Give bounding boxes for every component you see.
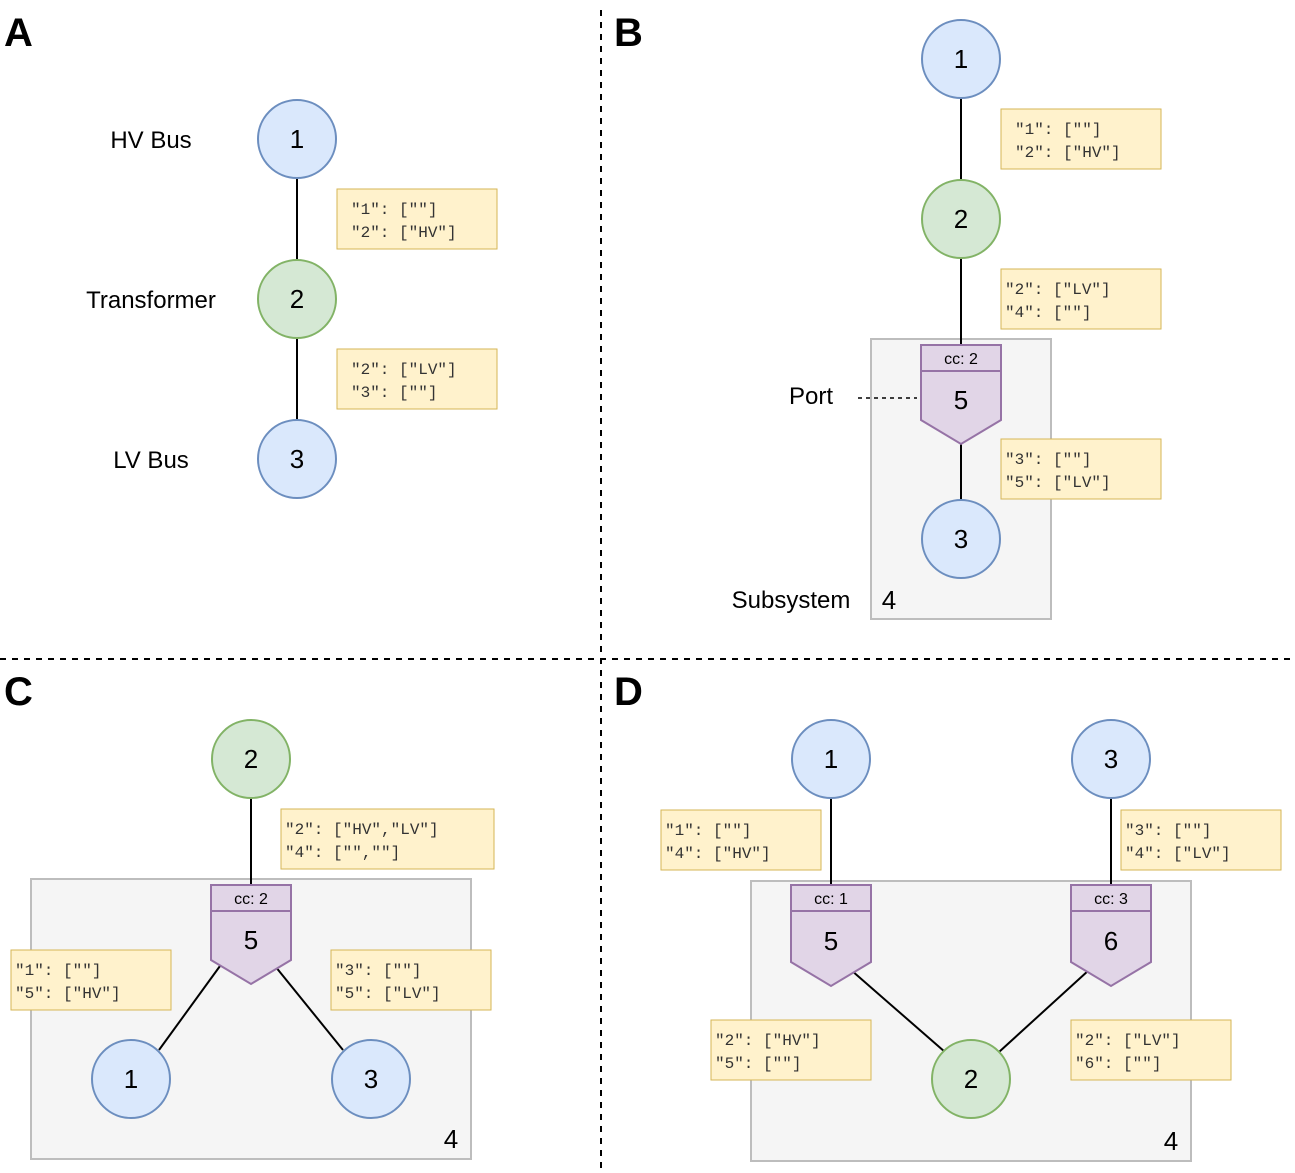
- note-a-2: "2": ["LV"] "3": [""]: [336, 348, 498, 410]
- port-5[interactable]: cc: 2 5: [920, 344, 1002, 446]
- note-line: "2": ["HV"]: [715, 1032, 821, 1050]
- note-line: "2": ["HV"]: [1015, 144, 1121, 162]
- note-b-1: "1": [""] "2": ["HV"]: [1000, 108, 1162, 170]
- panel-letter-b: B: [614, 11, 643, 55]
- subsystem-id: 4: [444, 1124, 458, 1154]
- node-1-label: 1: [124, 1064, 138, 1094]
- subsystem-id: 4: [882, 585, 896, 615]
- port-id-label: 6: [1104, 926, 1118, 956]
- note-line: "5": ["LV"]: [1005, 474, 1111, 492]
- note-line: "3": [""]: [1125, 822, 1211, 840]
- node-1[interactable]: 1: [791, 719, 871, 799]
- note-c-3: "3": [""] "5": ["LV"]: [330, 949, 492, 1011]
- edge-6-2: [998, 969, 1090, 1053]
- panel-letter-c: C: [4, 670, 33, 714]
- note-line: "3": [""]: [1005, 451, 1091, 469]
- node-1[interactable]: 1: [921, 19, 1001, 99]
- note-line: "1": [""]: [1015, 121, 1101, 139]
- note-b-3: "3": [""] "5": ["LV"]: [1000, 438, 1162, 500]
- panel-d: D 1 3 cc: 1 5 cc: 3 6 2 4: [614, 670, 1282, 1162]
- node-3[interactable]: 3: [921, 499, 1001, 579]
- node-2[interactable]: 2: [931, 1039, 1011, 1119]
- edge-5-3: [274, 965, 344, 1051]
- node-3-label: 3: [290, 444, 304, 474]
- port-id-label: 5: [244, 925, 258, 955]
- note-line: "2": ["LV"]: [1075, 1032, 1181, 1050]
- port-cc-label: cc: 3: [1094, 891, 1128, 908]
- port-id-label: 5: [954, 385, 968, 415]
- panel-b: B 1 2 cc: 2 5 3 Port Subsystem 4 ": [614, 11, 1162, 620]
- note-line: "6": [""]: [1075, 1055, 1161, 1073]
- node-2[interactable]: 2: [211, 719, 291, 799]
- port-5[interactable]: cc: 1 5: [790, 884, 872, 988]
- node-3-label: 3: [364, 1064, 378, 1094]
- transformer-label: Transformer: [86, 287, 216, 314]
- node-1[interactable]: 1: [257, 99, 337, 179]
- note-line: "5": [""]: [715, 1055, 801, 1073]
- hv-bus-label: HV Bus: [110, 127, 191, 154]
- node-3[interactable]: 3: [257, 419, 337, 499]
- panel-c: C 2 cc: 2 5 1 3 4 "2": ["HV","LV"] "4": …: [4, 670, 495, 1160]
- note-line: "1": [""]: [15, 962, 101, 980]
- node-2-label: 2: [954, 204, 968, 234]
- node-2-label: 2: [290, 284, 304, 314]
- node-2[interactable]: 2: [921, 179, 1001, 259]
- note-line: "2": ["LV"]: [351, 361, 457, 379]
- edge-5-2: [850, 969, 946, 1053]
- note-line: "4": ["LV"]: [1125, 845, 1231, 863]
- node-3[interactable]: 3: [1071, 719, 1151, 799]
- note-line: "2": ["LV"]: [1005, 281, 1111, 299]
- note-line: "3": [""]: [335, 962, 421, 980]
- note-line: "4": ["",""]: [285, 844, 400, 862]
- node-2-label: 2: [964, 1064, 978, 1094]
- edge-5-1: [158, 965, 221, 1051]
- port-6[interactable]: cc: 3 6: [1070, 884, 1152, 988]
- note-line: "2": ["HV","LV"]: [285, 821, 439, 839]
- note-d-4: "2": ["LV"] "6": [""]: [1070, 1019, 1232, 1081]
- port-id-label: 5: [824, 926, 838, 956]
- panel-a: A HV Bus Transformer LV Bus 1 2 3 "1": […: [4, 11, 498, 499]
- note-c-1: "2": ["HV","LV"] "4": ["",""]: [280, 808, 495, 870]
- note-line: "5": ["HV"]: [15, 985, 121, 1003]
- node-1-label: 1: [954, 44, 968, 74]
- port-5[interactable]: cc: 2 5: [210, 884, 292, 986]
- note-d-1: "1": [""] "4": ["HV"]: [660, 809, 822, 871]
- note-a-1: "1": [""] "2": ["HV"]: [336, 188, 498, 250]
- note-line: "1": [""]: [351, 201, 437, 219]
- node-3-label: 3: [1104, 744, 1118, 774]
- subsystem-label: Subsystem: [732, 587, 851, 614]
- port-label: Port: [789, 383, 833, 410]
- port-cc-label: cc: 1: [814, 891, 848, 908]
- note-line: "5": ["LV"]: [335, 985, 441, 1003]
- node-1-label: 1: [290, 124, 304, 154]
- node-1[interactable]: 1: [91, 1039, 171, 1119]
- note-line: "1": [""]: [665, 822, 751, 840]
- note-d-2: "3": [""] "4": ["LV"]: [1120, 809, 1282, 871]
- panel-letter-d: D: [614, 670, 643, 714]
- note-line: "2": ["HV"]: [351, 224, 457, 242]
- note-b-2: "2": ["LV"] "4": [""]: [1000, 268, 1162, 330]
- lv-bus-label: LV Bus: [113, 447, 189, 474]
- note-c-2: "1": [""] "5": ["HV"]: [10, 949, 172, 1011]
- subsystem-id: 4: [1164, 1126, 1178, 1156]
- note-line: "4": [""]: [1005, 304, 1091, 322]
- node-2[interactable]: 2: [257, 259, 337, 339]
- node-2-label: 2: [244, 744, 258, 774]
- node-3-label: 3: [954, 524, 968, 554]
- node-1-label: 1: [824, 744, 838, 774]
- note-d-3: "2": ["HV"] "5": [""]: [710, 1019, 872, 1081]
- note-line: "3": [""]: [351, 384, 437, 402]
- port-cc-label: cc: 2: [234, 891, 268, 908]
- port-cc-label: cc: 2: [944, 351, 978, 368]
- panel-letter-a: A: [4, 11, 33, 55]
- note-line: "4": ["HV"]: [665, 845, 771, 863]
- node-3[interactable]: 3: [331, 1039, 411, 1119]
